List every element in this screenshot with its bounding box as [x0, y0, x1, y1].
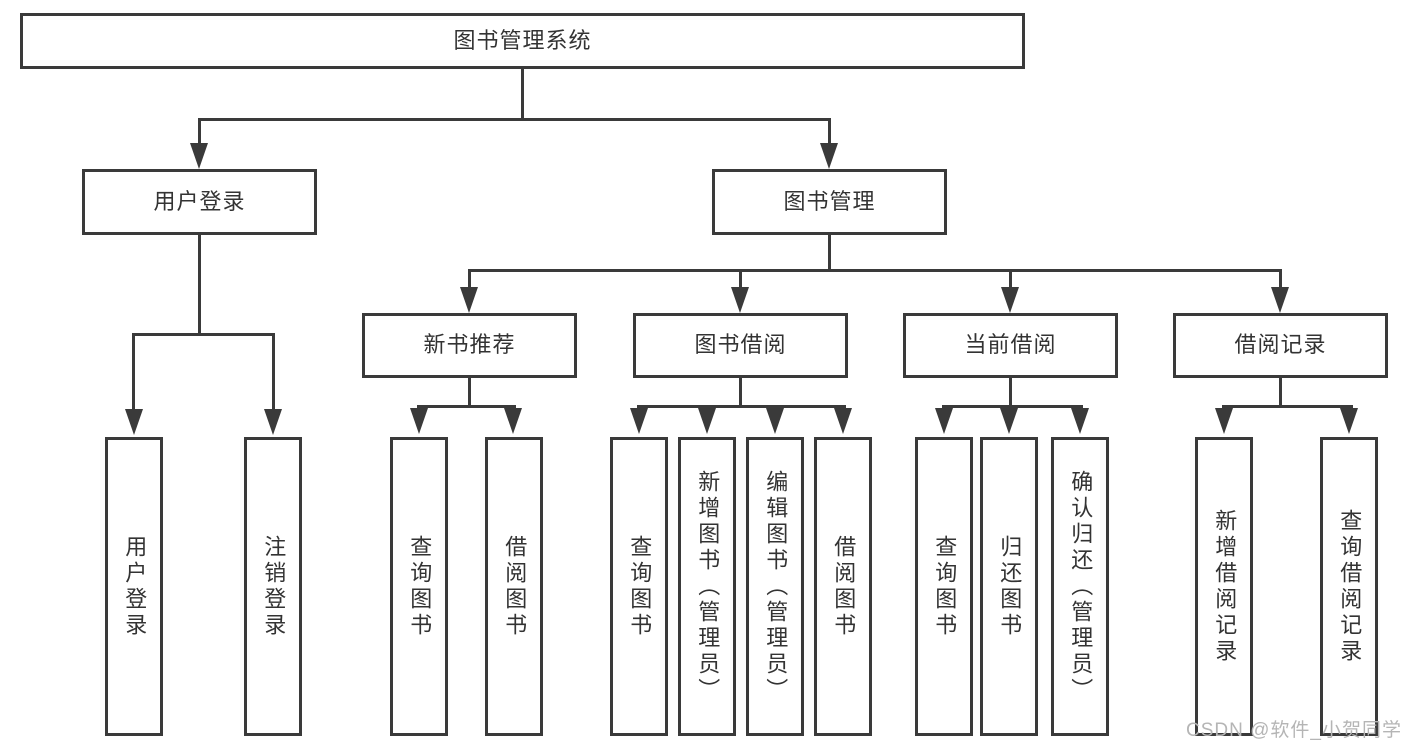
arrow-down-icon — [1215, 408, 1233, 434]
arrow-down-icon — [504, 408, 522, 434]
leaf-label: 查询图书 — [407, 534, 433, 639]
node-borrowing-records-label: 借阅记录 — [1234, 332, 1327, 358]
arrow-down-icon — [935, 408, 953, 434]
leaf-label: 用户登录 — [122, 534, 148, 639]
node-book-management-label: 图书管理 — [783, 188, 876, 214]
arrow-down-icon — [125, 409, 143, 435]
arrow-down-icon — [1000, 408, 1018, 434]
connector-book-mgmt-branch — [468, 269, 1282, 272]
node-leaf-query-books-borrowing: 查询图书 — [610, 437, 668, 736]
arrow-down-icon — [264, 409, 282, 435]
connector-logout-drop — [272, 333, 275, 410]
node-book-management: 图书管理 — [712, 169, 947, 235]
leaf-label: 新增借阅记录 — [1212, 508, 1238, 665]
arrow-down-icon — [630, 408, 648, 434]
connector-book-mgmt-trunk — [828, 235, 831, 272]
arrow-down-icon — [410, 408, 428, 434]
leaf-label: 查询图书 — [932, 534, 958, 639]
node-root-label: 图书管理系统 — [453, 27, 592, 53]
connector-groupC-trunk — [1009, 378, 1012, 408]
connector-record-drop — [1279, 269, 1282, 289]
arrow-down-icon — [820, 143, 838, 169]
node-new-book-recommendation-label: 新书推荐 — [423, 332, 516, 358]
leaf-label: 编辑图书（管理员） — [763, 469, 789, 704]
arrow-down-icon — [1271, 287, 1289, 313]
leaf-label: 借阅图书 — [502, 534, 528, 639]
connector-user-login-drop — [198, 118, 201, 145]
node-book-borrowing-label: 图书借阅 — [694, 332, 787, 358]
node-leaf-query-borrow-record: 查询借阅记录 — [1320, 437, 1378, 736]
node-leaf-add-borrow-record: 新增借阅记录 — [1195, 437, 1253, 736]
connector-book-mgmt-drop — [828, 118, 831, 145]
connector-groupA-trunk — [468, 378, 471, 408]
node-leaf-borrow-books: 借阅图书 — [814, 437, 872, 736]
node-leaf-return-books: 归还图书 — [980, 437, 1038, 736]
leaf-label: 归还图书 — [997, 534, 1023, 639]
node-leaf-query-books-current: 查询图书 — [915, 437, 973, 736]
node-user-login-label: 用户登录 — [153, 188, 246, 214]
connector-groupB-branch — [637, 405, 846, 408]
connector-root-branch — [198, 118, 831, 121]
leaf-label: 确认归还（管理员） — [1068, 469, 1094, 704]
arrow-down-icon — [834, 408, 852, 434]
node-borrowing-records: 借阅记录 — [1173, 313, 1388, 378]
leaf-label: 借阅图书 — [831, 534, 857, 639]
connector-groupD-trunk — [1279, 378, 1282, 408]
connector-groupA-branch — [417, 405, 516, 408]
connector-login-drop — [132, 333, 135, 410]
node-leaf-borrow-books-recommend: 借阅图书 — [485, 437, 543, 736]
arrow-down-icon — [766, 408, 784, 434]
arrow-down-icon — [190, 143, 208, 169]
node-leaf-add-books-admin: 新增图书（管理员） — [678, 437, 736, 736]
arrow-down-icon — [731, 287, 749, 313]
node-current-borrowing-label: 当前借阅 — [964, 332, 1057, 358]
connector-borrow-drop — [739, 269, 742, 289]
node-root-system: 图书管理系统 — [20, 13, 1025, 69]
connector-root-trunk — [521, 69, 524, 121]
arrow-down-icon — [698, 408, 716, 434]
node-leaf-query-books-recommend: 查询图书 — [390, 437, 448, 736]
connector-user-login-branch — [132, 333, 275, 336]
node-new-book-recommendation: 新书推荐 — [362, 313, 577, 378]
node-book-borrowing: 图书借阅 — [633, 313, 848, 378]
connector-current-drop — [1009, 269, 1012, 289]
connector-groupC-branch — [942, 405, 1083, 408]
connector-groupB-trunk — [739, 378, 742, 408]
node-user-login: 用户登录 — [82, 169, 317, 235]
leaf-label: 查询借阅记录 — [1337, 508, 1363, 665]
node-leaf-edit-books-admin: 编辑图书（管理员） — [746, 437, 804, 736]
node-leaf-user-login: 用户登录 — [105, 437, 163, 736]
node-current-borrowing: 当前借阅 — [903, 313, 1118, 378]
connector-user-login-trunk — [198, 235, 201, 336]
leaf-label: 查询图书 — [627, 534, 653, 639]
connector-newbook-drop — [468, 269, 471, 289]
node-leaf-logout: 注销登录 — [244, 437, 302, 736]
arrow-down-icon — [1071, 408, 1089, 434]
arrow-down-icon — [1340, 408, 1358, 434]
arrow-down-icon — [1001, 287, 1019, 313]
connector-groupD-branch — [1222, 405, 1353, 408]
csdn-watermark: CSDN @软件_小贺同学 — [1186, 720, 1402, 741]
leaf-label: 注销登录 — [261, 534, 287, 639]
leaf-label: 新增图书（管理员） — [695, 469, 721, 704]
arrow-down-icon — [460, 287, 478, 313]
node-leaf-confirm-return-admin: 确认归还（管理员） — [1051, 437, 1109, 736]
